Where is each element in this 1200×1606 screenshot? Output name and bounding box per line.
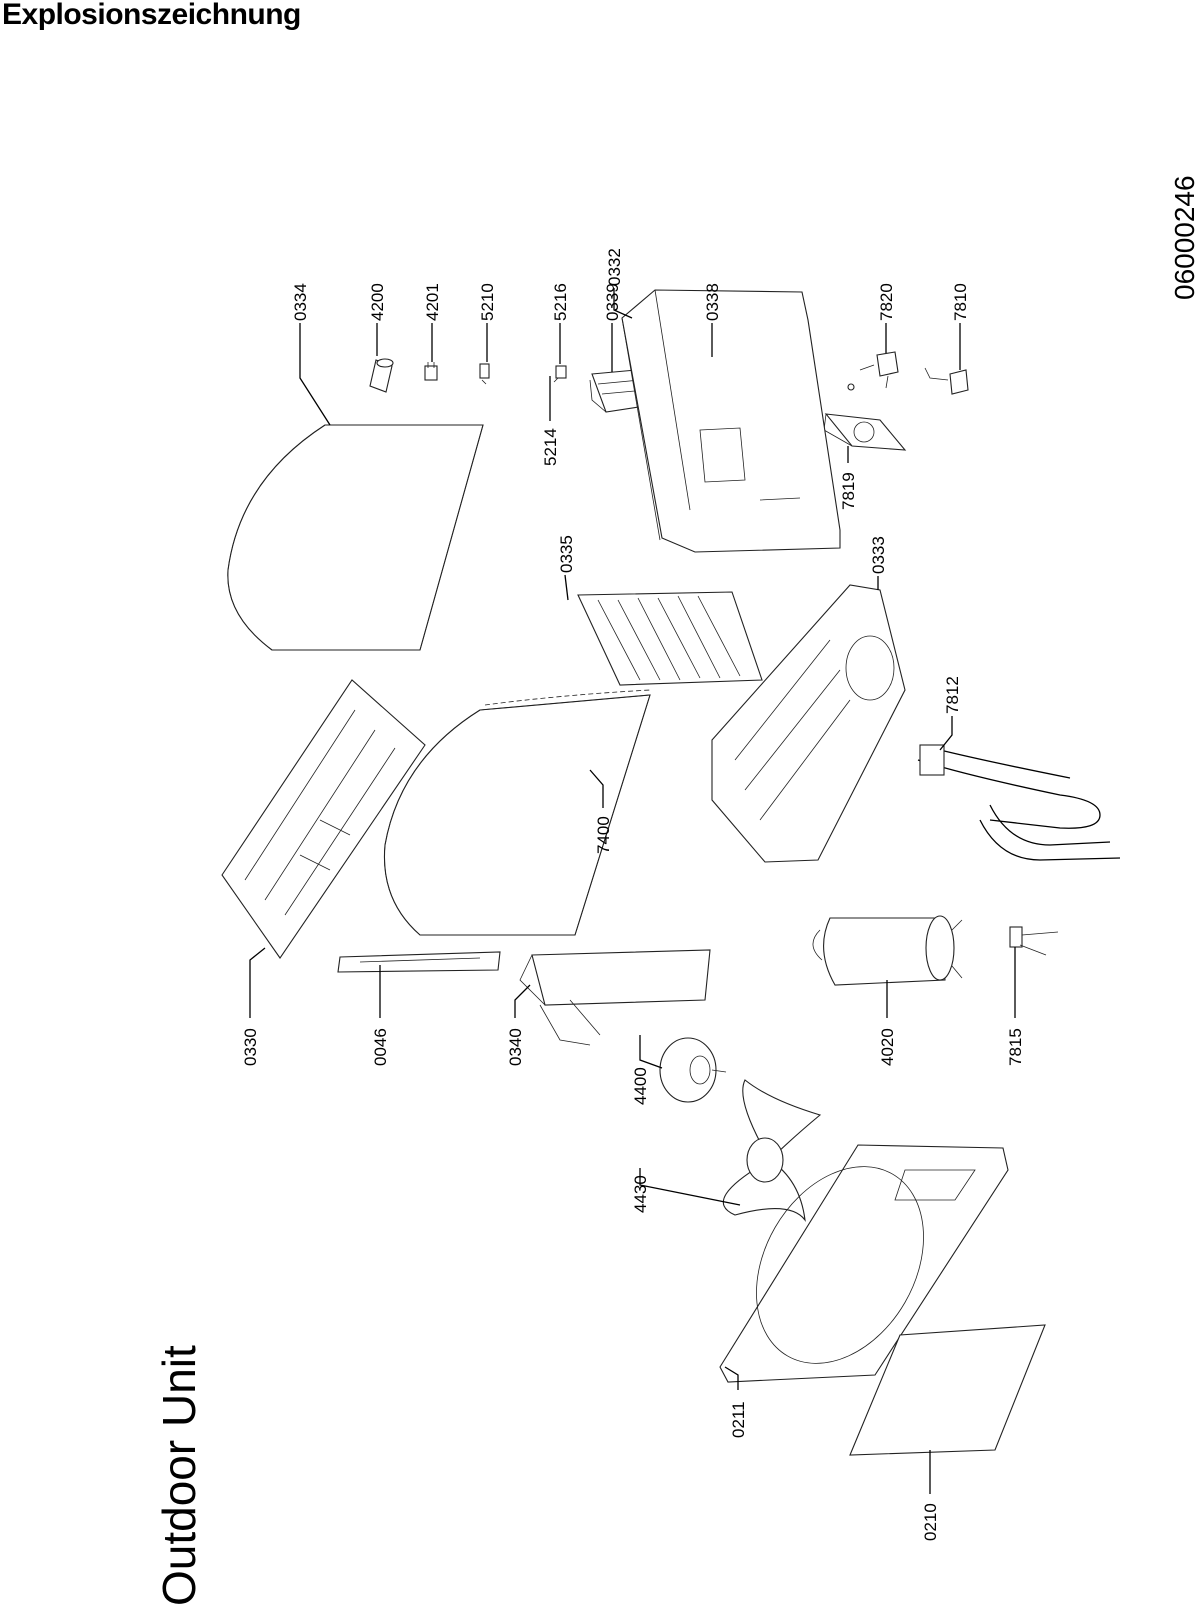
part-7815-sensor bbox=[1009, 926, 1059, 956]
part-7819-valve-bracket bbox=[823, 413, 907, 451]
part-0046-strip bbox=[337, 951, 501, 973]
part-4020-compressor bbox=[812, 915, 963, 986]
part-0333-base-pan bbox=[711, 584, 906, 863]
page-title: Explosionszeichnung bbox=[2, 0, 301, 31]
part-0211-front-panel bbox=[719, 1144, 1009, 1383]
label-4020: 4020 bbox=[878, 1028, 897, 1066]
label-4430: 4430 bbox=[631, 1175, 650, 1213]
part-0340-motor-bracket bbox=[519, 949, 711, 1046]
part-7812-piping bbox=[917, 744, 1121, 861]
label-7819: 7819 bbox=[839, 472, 858, 510]
part-4430-fan-blade bbox=[722, 1079, 822, 1222]
label-0340: 0340 bbox=[506, 1028, 525, 1066]
label-0338: 0338 bbox=[703, 283, 722, 321]
part-0330-side-panel bbox=[221, 679, 426, 959]
part-7810-valve bbox=[924, 367, 969, 395]
part-7820-valve bbox=[847, 351, 899, 391]
part-0332-top-cover bbox=[621, 289, 841, 553]
label-5214: 5214 bbox=[541, 428, 560, 466]
label-0332: 0332 bbox=[605, 248, 624, 286]
label-0210: 0210 bbox=[921, 1503, 940, 1541]
part-0210-front-grille bbox=[849, 1324, 1046, 1456]
label-7810: 7810 bbox=[951, 283, 970, 321]
label-7820: 7820 bbox=[877, 283, 896, 321]
label-0335: 0335 bbox=[557, 535, 576, 573]
part-0335-partition bbox=[577, 591, 763, 686]
part-7400-condenser bbox=[383, 689, 651, 936]
leader-lines bbox=[249, 288, 1016, 1494]
part-4201-clamp bbox=[424, 362, 438, 381]
label-0334: 0334 bbox=[291, 283, 310, 321]
label-0330: 0330 bbox=[241, 1028, 260, 1066]
label-7815: 7815 bbox=[1006, 1028, 1025, 1066]
label-4201: 4201 bbox=[423, 283, 442, 321]
label-0046: 0046 bbox=[371, 1028, 390, 1066]
label-7812: 7812 bbox=[943, 676, 962, 714]
label-7400: 7400 bbox=[594, 816, 613, 854]
label-4200: 4200 bbox=[368, 283, 387, 321]
part-4200-capacitor bbox=[369, 358, 394, 393]
part-5216-relay bbox=[553, 365, 567, 383]
label-0339: 0339 bbox=[603, 283, 622, 321]
part-4400-fan-motor bbox=[659, 1037, 727, 1103]
label-0333: 0333 bbox=[869, 536, 888, 574]
part-0334-rear-grille bbox=[227, 424, 484, 651]
label-5210: 5210 bbox=[478, 283, 497, 321]
part-labels: 0334 4200 4201 5210 5216 0339 0338 7820 … bbox=[241, 248, 1025, 1541]
label-4400: 4400 bbox=[631, 1067, 650, 1105]
part-5210-terminal bbox=[479, 363, 490, 385]
label-0211: 0211 bbox=[729, 1401, 748, 1438]
label-5216: 5216 bbox=[551, 283, 570, 321]
